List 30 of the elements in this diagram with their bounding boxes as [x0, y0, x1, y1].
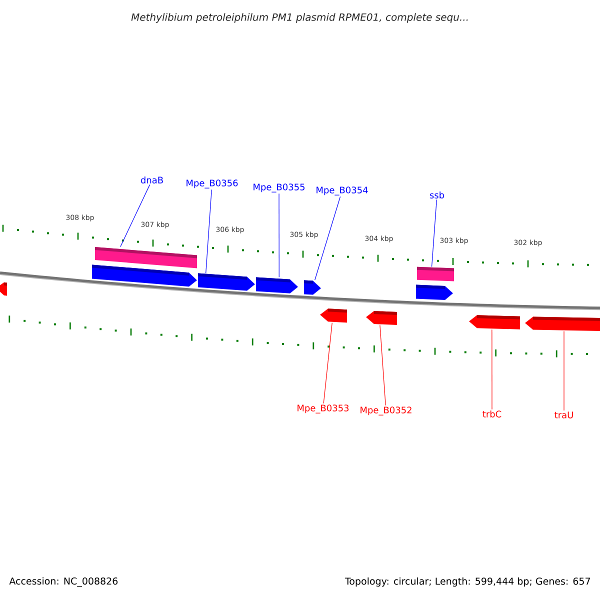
title: Methylibium petroleiphilum PM1 plasmid RPME01, complete sequ... — [131, 13, 468, 23]
gene-label: Mpe_B0356 — [186, 180, 238, 188]
gene-label: Mpe_B0352 — [360, 406, 412, 416]
leader-line — [120, 184, 150, 248]
gene-feature — [469, 315, 520, 330]
leader-line — [380, 324, 386, 406]
leader-line — [278, 193, 280, 278]
leader-line — [323, 322, 332, 404]
gene-label: Mpe_B0353 — [298, 404, 349, 414]
gene-bar — [95, 247, 197, 268]
leader-line — [314, 196, 341, 280]
gene-feature — [0, 282, 7, 296]
gene-label: ssb — [430, 192, 444, 198]
summary-text: Topology: circular; Length: 599,444 bp; Genes: 657 — [344, 577, 590, 587]
gene-label: Mpe_B0355 — [254, 184, 304, 192]
gene-feature — [416, 284, 453, 300]
accession-text: Accession: NC_008826 — [9, 577, 118, 587]
gene-label: traU — [554, 412, 573, 418]
gene-label: Mpe_B0354 — [316, 186, 368, 196]
gene-label: trbC — [482, 410, 502, 418]
gene-feature — [256, 277, 298, 294]
gene-feature — [198, 273, 255, 291]
gene-feature — [304, 280, 321, 295]
gene-bar — [417, 266, 454, 282]
gene-feature — [366, 311, 397, 325]
gene-feature — [320, 308, 347, 323]
leader-line — [431, 199, 437, 267]
leader-line — [206, 189, 212, 274]
gene-feature — [525, 316, 600, 332]
gene-label: dnaB — [140, 176, 163, 184]
